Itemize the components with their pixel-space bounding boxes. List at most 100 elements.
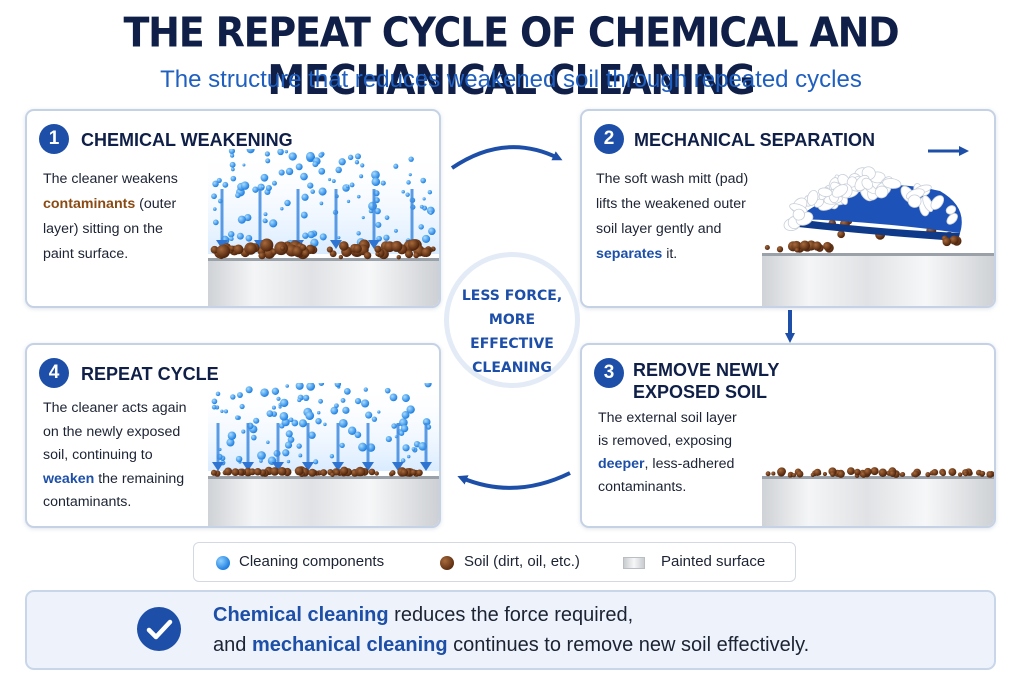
soil-particle [338, 241, 349, 251]
checkmark-icon [137, 607, 181, 651]
drops-and-soil-graphic [208, 383, 439, 477]
soil-particle [258, 252, 266, 260]
step-title: REPEAT CYCLE [81, 364, 219, 384]
cleaning-drop [401, 190, 405, 194]
soil-particle [900, 471, 906, 477]
legend-surface-label: Painted surface [661, 553, 766, 570]
soil-particle [326, 246, 333, 253]
painted-surface-icon [623, 557, 645, 569]
soil-particle [791, 473, 797, 478]
soil-particle [987, 471, 994, 478]
cleaning-drop [282, 449, 290, 457]
cleaning-drop [301, 193, 309, 201]
cleaning-drop [291, 419, 299, 427]
cleaning-drop [400, 458, 406, 463]
soil-particle [320, 469, 328, 477]
soil-particle [368, 468, 376, 476]
soil-particle [248, 468, 256, 476]
cleaning-drop [276, 396, 281, 401]
soil-particle [771, 471, 776, 476]
cleaning-drop [266, 440, 270, 445]
cleaning-drop [356, 231, 361, 236]
cleaning-drop [215, 391, 221, 397]
soil-particle [391, 240, 403, 252]
soil-particle [942, 237, 952, 247]
soil-particle [254, 468, 262, 476]
highlight-contaminants: contaminants [43, 196, 136, 212]
cleaning-drop [340, 398, 346, 403]
cleaning-drop [343, 387, 351, 395]
cleaning-drop [261, 185, 265, 189]
cleaning-drop [398, 430, 405, 436]
cleaning-drop [310, 238, 319, 247]
cleaning-drop [385, 436, 392, 443]
cleaning-drop [318, 152, 324, 158]
cleaning-drop [393, 163, 399, 169]
painted-surface [762, 253, 994, 306]
soil-particle [794, 247, 800, 253]
cleaning-drop [265, 158, 271, 164]
cleaning-drop [213, 207, 217, 211]
cleaning-drop [235, 192, 241, 199]
cleaning-drop [428, 227, 436, 236]
cleaning-drop [363, 387, 368, 392]
step-description: The soft wash mitt (pad) lifts the weake… [596, 171, 749, 262]
soil-particle [787, 473, 793, 478]
cleaning-drop [354, 431, 362, 439]
soil-particle [421, 247, 432, 258]
cleaning-drop [253, 417, 260, 424]
soil-particle [980, 470, 986, 477]
soil-particle [963, 472, 968, 477]
cleaning-drop [245, 386, 253, 394]
soil-particle [299, 244, 307, 251]
cleaning-drop [356, 194, 361, 199]
cleaning-drop [264, 151, 270, 157]
cleaning-drop [280, 398, 289, 408]
cleaning-drop [318, 383, 325, 386]
cleaning-drop [365, 411, 373, 419]
cleaning-drop [317, 411, 321, 415]
cleaning-drop [334, 383, 342, 388]
soil-particle [822, 472, 827, 477]
cleaning-drop [307, 230, 315, 239]
cleaning-drop [419, 204, 424, 209]
cleaning-drop [380, 180, 386, 186]
wash-mitt-illustration [762, 149, 994, 306]
cleaning-drop [384, 387, 391, 394]
step-description: The cleaner acts again on the newly expo… [43, 400, 187, 510]
cleaning-drop [354, 398, 362, 405]
summary-line-1: Chemical cleaning reduces the force requ… [213, 604, 634, 626]
cleaning-drop [361, 216, 365, 220]
arrow-step1-to-step2 [450, 145, 563, 170]
cleaning-drop [211, 398, 218, 405]
cleaning-drop [266, 410, 274, 417]
cleaning-drop [342, 406, 350, 414]
painted-surface [208, 476, 439, 526]
cleaning-drop [391, 423, 397, 429]
cleaning-drop [295, 383, 304, 390]
cleaning-drop [279, 412, 289, 421]
cleaning-drop [302, 394, 310, 402]
step-title: MECHANICAL SEPARATION [634, 130, 876, 150]
soil-particle [837, 230, 845, 239]
cleaning-drop [284, 149, 289, 154]
cleaning-drop [240, 181, 250, 190]
cleaning-drop [384, 215, 390, 220]
cleaning-drop [377, 410, 381, 414]
painted-surface [762, 476, 994, 526]
cleaning-drop [420, 177, 426, 184]
cleaning-drop [284, 199, 291, 207]
cleaning-drop [318, 167, 326, 175]
cleaning-drop [237, 392, 243, 398]
cleaning-drop [375, 221, 382, 228]
page-subtitle: The structure that reduces weakened soil… [160, 66, 862, 93]
cleaning-drop [296, 443, 302, 449]
step-description: The external soil layer is removed, expo… [598, 410, 737, 495]
cleaning-drop [230, 394, 236, 400]
summary-line-2: and mechanical cleaning continues to rem… [213, 634, 810, 656]
soil-particle [308, 468, 317, 477]
cleaning-drop [349, 182, 355, 188]
cleaning-drop [323, 422, 327, 427]
cleaning-drop [288, 417, 294, 423]
painted-surface [208, 258, 439, 306]
